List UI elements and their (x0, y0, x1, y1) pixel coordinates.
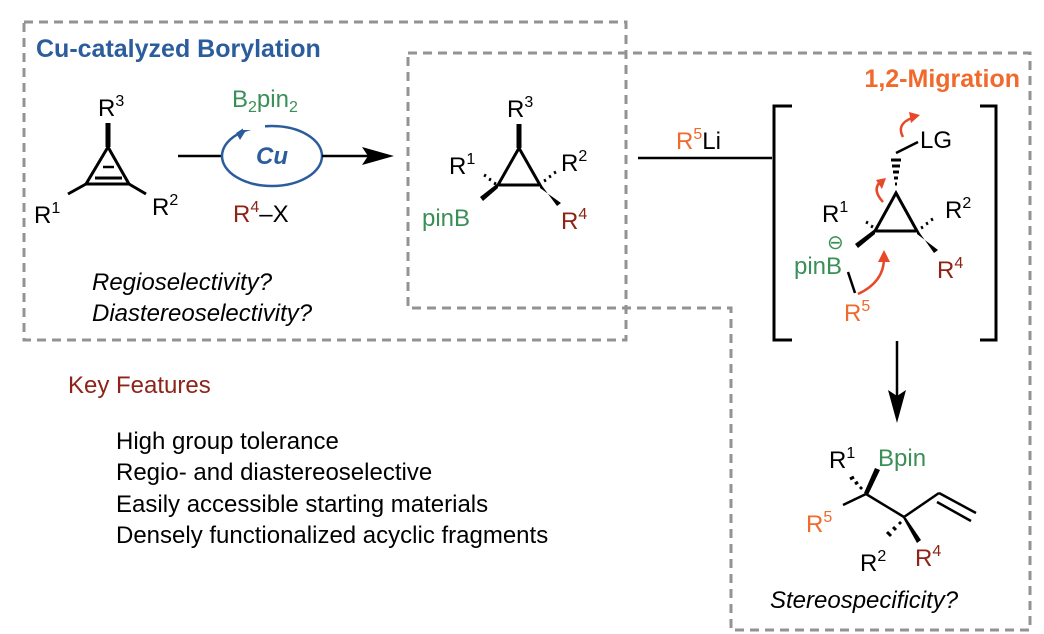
svg-text:R4: R4 (937, 255, 963, 284)
svg-text:pinB: pinB (422, 205, 470, 232)
svg-text:pinB: pinB (794, 253, 842, 280)
svg-text:R4–X: R4–X (233, 199, 289, 228)
borylation-box (22, 20, 628, 342)
ate-complex-intermediate: LG R1 R2 ⊖ pinB R4 R5 (772, 104, 998, 342)
svg-text:Bpin: Bpin (878, 445, 926, 472)
svg-text:R3: R3 (507, 94, 533, 123)
svg-text:R1: R1 (822, 199, 848, 228)
catalytic-arrow: B2pin2 Cu R4–X (178, 86, 394, 228)
svg-text:R2: R2 (152, 192, 178, 221)
key-features-title: Key Features (68, 372, 211, 399)
cyclopropene: R3 R1 R2 (34, 93, 178, 229)
regioselectivity-question: Regioselectivity? (92, 269, 273, 296)
borylation-title: Cu-catalyzed Borylation (36, 35, 321, 63)
feature-item: Densely functionalized acyclic fragments (116, 522, 549, 549)
svg-text:B2pin2: B2pin2 (232, 86, 298, 116)
borylated-cyclopropane: R3 R1 R2 pinB R4 (422, 94, 587, 235)
svg-text:R3: R3 (98, 93, 124, 122)
svg-text:R1: R1 (449, 151, 475, 180)
svg-text:LG: LG (920, 127, 952, 154)
svg-text:R5: R5 (844, 298, 870, 327)
svg-text:R4: R4 (561, 206, 587, 235)
arrow-head (362, 147, 394, 165)
svg-text:⊖: ⊖ (827, 232, 844, 254)
left-bracket (772, 104, 792, 342)
stereospecificity-question: Stereospecificity? (770, 587, 959, 614)
leaving-group-arrow (899, 116, 913, 138)
svg-text:R5: R5 (806, 509, 832, 538)
right-bracket (980, 104, 998, 342)
svg-text:R4: R4 (915, 543, 941, 572)
cu-catalyst: Cu (256, 143, 288, 170)
feature-item: Easily accessible starting materials (116, 491, 489, 518)
feature-item: Regio- and diastereoselective (116, 459, 433, 486)
migration-box (406, 51, 1032, 632)
migration-arrow-1 (857, 257, 886, 296)
feature-item: High group tolerance (116, 428, 339, 455)
svg-text:R2: R2 (945, 195, 971, 224)
svg-text:R1: R1 (34, 200, 60, 229)
svg-text:R2: R2 (860, 548, 886, 577)
down-arrow-head (888, 390, 906, 423)
svg-text:R5Li: R5Li (676, 126, 721, 155)
svg-text:R2: R2 (561, 148, 587, 177)
migration-title: 1,2-Migration (864, 65, 1020, 93)
diastereoselectivity-question: Diastereoselectivity? (92, 300, 313, 327)
svg-text:R1: R1 (829, 445, 855, 474)
acyclic-product: R1 Bpin R5 R2 R4 (806, 445, 977, 577)
